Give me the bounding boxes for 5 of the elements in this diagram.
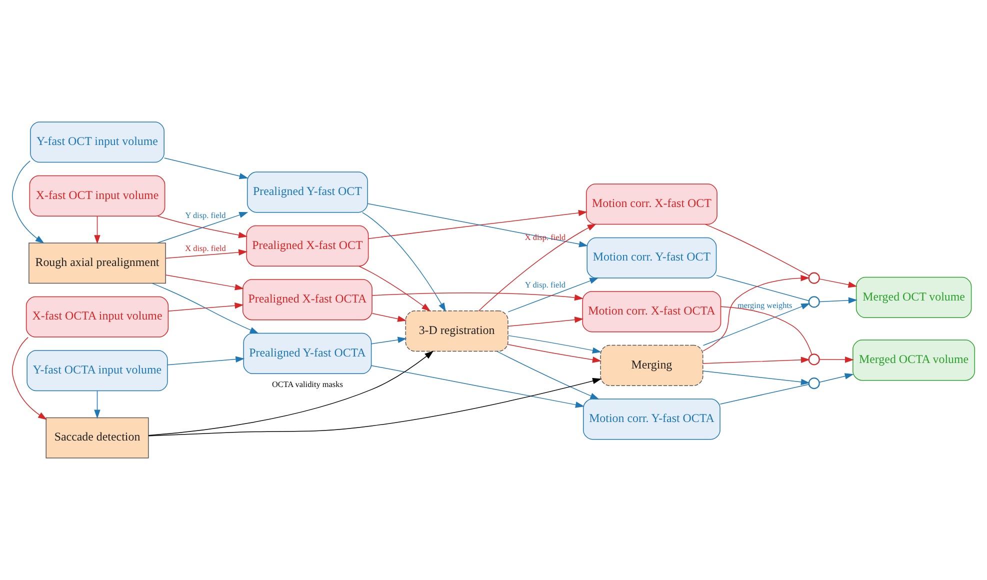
edge-label: X disp. field bbox=[185, 244, 226, 254]
edge-label: Y disp. field bbox=[185, 211, 226, 220]
edge-label: Y disp. field bbox=[525, 280, 566, 290]
edge-label: OCTA validity masks bbox=[272, 380, 343, 389]
edge-label: merging weights bbox=[737, 300, 792, 310]
